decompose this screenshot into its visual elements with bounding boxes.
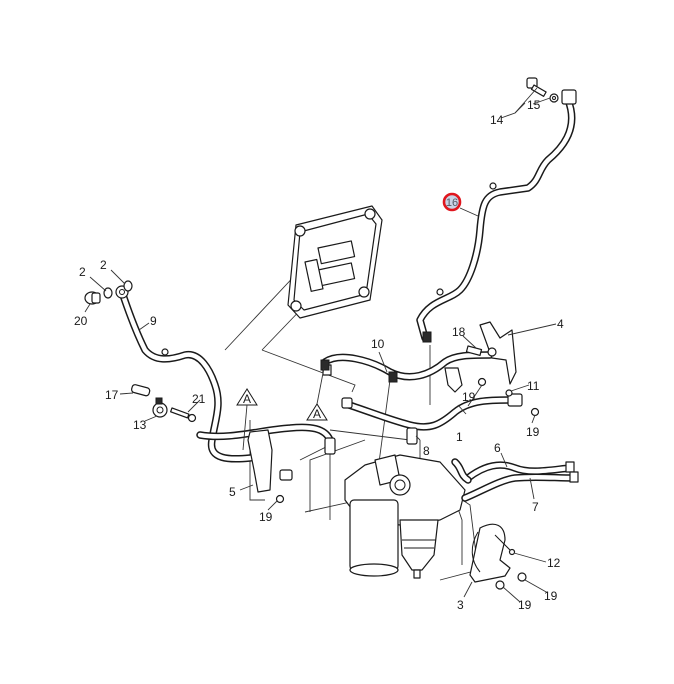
callout-2-b[interactable]: 2 [100, 258, 107, 272]
callout-4[interactable]: 4 [557, 317, 564, 331]
fuel-filter-housing[interactable] [344, 454, 466, 579]
return-line[interactable] [196, 364, 336, 455]
callout-20[interactable]: 20 [74, 314, 88, 328]
sleeve-17[interactable] [131, 384, 151, 397]
banjo-bolt-14[interactable] [526, 77, 547, 97]
reference-marker-a-2: A [306, 367, 328, 421]
fuel-hose-9[interactable] [115, 285, 269, 463]
callout-5[interactable]: 5 [229, 485, 236, 499]
clamp-13[interactable] [152, 397, 168, 418]
callout-labels: 14 15 16 2 2 20 9 17 21 13 10 18 4 11 19… [74, 98, 564, 612]
bracket-3[interactable] [469, 523, 511, 583]
bolt-19-d[interactable] [517, 572, 527, 582]
callout-14[interactable]: 14 [490, 113, 504, 127]
callout-10[interactable]: 10 [371, 337, 385, 351]
fuel-hose-1[interactable] [341, 393, 523, 431]
callout-19-e[interactable]: 19 [518, 598, 532, 612]
callout-15[interactable]: 15 [527, 98, 541, 112]
bolt-19-e[interactable] [495, 580, 505, 590]
fitting-8[interactable] [406, 427, 418, 445]
callout-leaders [84, 87, 557, 603]
callout-18[interactable]: 18 [452, 325, 466, 339]
washer-2-b[interactable] [123, 280, 133, 292]
washer-2-a[interactable] [103, 287, 113, 299]
callout-2-a[interactable]: 2 [79, 265, 86, 279]
marker-label: A [243, 392, 251, 406]
valve-fitting[interactable] [444, 367, 463, 393]
highlight-ring [442, 192, 462, 212]
callout-1[interactable]: 1 [456, 430, 463, 444]
callout-19-d[interactable]: 19 [544, 589, 558, 603]
bolt-19-b[interactable] [477, 377, 487, 387]
callout-17[interactable]: 17 [105, 388, 119, 402]
clamp-12[interactable] [494, 534, 516, 556]
bolt-21[interactable] [170, 407, 197, 423]
bracket-5[interactable] [247, 429, 293, 504]
bolt-18[interactable] [465, 345, 483, 357]
fuel-hose-16[interactable] [416, 89, 577, 343]
callout-19-c[interactable]: 19 [259, 510, 273, 524]
plug-20[interactable] [84, 291, 101, 305]
callout-16-highlighted[interactable]: 16 [442, 192, 462, 212]
callout-21[interactable]: 21 [192, 392, 206, 406]
bracket-4[interactable] [479, 321, 517, 385]
callout-8[interactable]: 8 [423, 444, 430, 458]
callout-16[interactable]: 16 [446, 197, 458, 209]
reference-marker-a-1: A [236, 388, 258, 451]
fuel-hose-7[interactable] [451, 458, 579, 502]
callout-9[interactable]: 9 [150, 314, 157, 328]
clip-11[interactable] [505, 389, 513, 397]
callout-6[interactable]: 6 [494, 441, 501, 455]
callout-11[interactable]: 11 [527, 379, 540, 393]
callout-19-a[interactable]: 19 [526, 425, 540, 439]
callout-7[interactable]: 7 [532, 500, 539, 514]
callout-13[interactable]: 13 [133, 418, 147, 432]
callout-19-b[interactable]: 19 [462, 390, 476, 404]
callout-12[interactable]: 12 [547, 556, 561, 570]
control-unit[interactable] [287, 205, 383, 319]
bolt-19-a[interactable] [530, 407, 540, 417]
callout-3[interactable]: 3 [457, 598, 464, 612]
washer-15[interactable] [549, 93, 559, 103]
marker-label: A [313, 407, 321, 421]
fuel-hose-10[interactable] [320, 351, 494, 383]
